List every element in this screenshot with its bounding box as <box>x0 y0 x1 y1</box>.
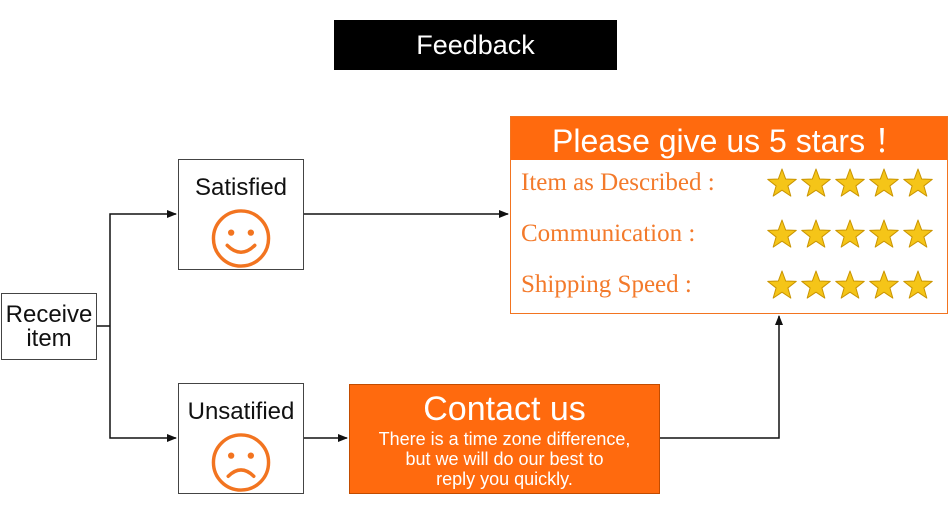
star-rating <box>766 167 934 199</box>
contact-us-box: Contact us There is a time zone differen… <box>349 384 660 494</box>
satisfied-label: Satisfied <box>194 174 288 201</box>
receive-item-node: Receive item <box>1 293 97 360</box>
star-icon <box>835 270 865 299</box>
rating-label: Item as Described : <box>521 169 715 196</box>
rating-label: Shipping Speed : <box>521 271 692 298</box>
contact-line-1: There is a time zone difference, <box>378 429 631 449</box>
star-icon <box>869 219 899 248</box>
rating-row-communication: Communication : <box>521 216 941 252</box>
star-icon <box>767 219 797 248</box>
contact-line-2: but we will do our best to <box>405 449 604 469</box>
star-icon <box>801 219 831 248</box>
rating-header: Please give us 5 stars ！ <box>511 117 947 160</box>
rating-label: Communication : <box>521 220 696 247</box>
star-icon <box>869 270 899 299</box>
star-rating <box>766 218 934 250</box>
arrow-to-unsatisfied <box>109 326 177 442</box>
rating-row-item-described: Item as Described : <box>521 165 941 201</box>
arrow-to-satisfied <box>109 210 177 326</box>
receive-label-line2: item <box>26 324 72 352</box>
sad-face-icon <box>211 433 271 492</box>
star-icon <box>903 270 933 299</box>
unsatisfied-node: Unsatified <box>178 383 304 494</box>
star-rating <box>766 269 934 301</box>
star-icon <box>903 219 933 248</box>
star-icon <box>801 168 831 197</box>
star-icon <box>835 168 865 197</box>
star-icon <box>869 168 899 197</box>
receive-label-line1: Receive <box>5 300 93 328</box>
contact-title: Contact us <box>423 390 586 428</box>
rating-panel: Please give us 5 stars ！ Item as Describ… <box>510 116 948 314</box>
star-icon <box>903 168 933 197</box>
star-icon <box>767 270 797 299</box>
star-icon <box>801 270 831 299</box>
page-title: Feedback <box>334 20 617 70</box>
smiley-face-icon <box>211 209 271 268</box>
star-icon <box>835 219 865 248</box>
star-icon <box>767 168 797 197</box>
satisfied-node: Satisfied <box>178 159 304 270</box>
arrow-contact-to-rating <box>660 315 783 439</box>
contact-line-3: reply you quickly. <box>436 469 573 489</box>
unsatisfied-label: Unsatified <box>187 398 295 425</box>
rating-row-shipping-speed: Shipping Speed : <box>521 267 941 303</box>
